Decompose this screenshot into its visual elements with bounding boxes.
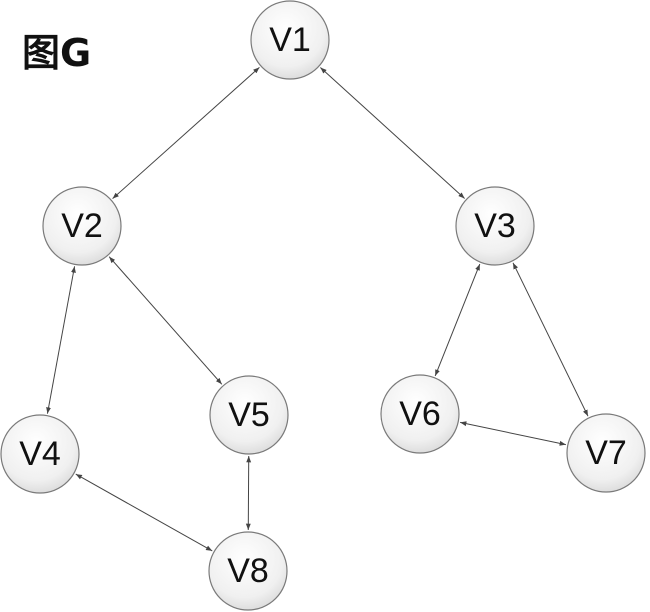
node-label: V7 xyxy=(585,434,627,472)
edge-v3-v6 xyxy=(434,263,481,377)
node-v2: V2 xyxy=(42,186,122,266)
node-circle xyxy=(42,186,122,266)
node-label: V6 xyxy=(399,395,441,433)
node-label: V2 xyxy=(61,207,103,245)
node-circle xyxy=(380,374,460,454)
node-label: V5 xyxy=(228,396,270,434)
edges-layer xyxy=(46,66,589,552)
node-label: V4 xyxy=(19,435,61,473)
node-v3: V3 xyxy=(455,186,535,266)
node-v5: V5 xyxy=(209,375,289,455)
edge-v1-v3 xyxy=(320,67,465,199)
edge-v4-v8 xyxy=(75,473,213,552)
node-circle xyxy=(566,413,646,493)
node-label: V3 xyxy=(474,207,516,245)
node-circle xyxy=(209,375,289,455)
node-label: V8 xyxy=(227,552,269,590)
node-v7: V7 xyxy=(566,413,646,493)
edge-v6-v7 xyxy=(460,421,566,446)
node-circle xyxy=(208,531,288,611)
edge-v1-v2 xyxy=(112,66,260,200)
node-v6: V6 xyxy=(380,374,460,454)
node-label: V1 xyxy=(269,21,311,59)
node-circle xyxy=(0,414,80,494)
diagram-title: 图G xyxy=(22,31,92,75)
node-v1: V1 xyxy=(250,0,330,80)
edge-v2-v4 xyxy=(46,266,76,414)
node-v4: V4 xyxy=(0,414,80,494)
node-circle xyxy=(455,186,535,266)
node-circle xyxy=(250,0,330,80)
edge-v2-v5 xyxy=(108,256,223,385)
edge-v3-v7 xyxy=(512,262,589,417)
node-v8: V8 xyxy=(208,531,288,611)
